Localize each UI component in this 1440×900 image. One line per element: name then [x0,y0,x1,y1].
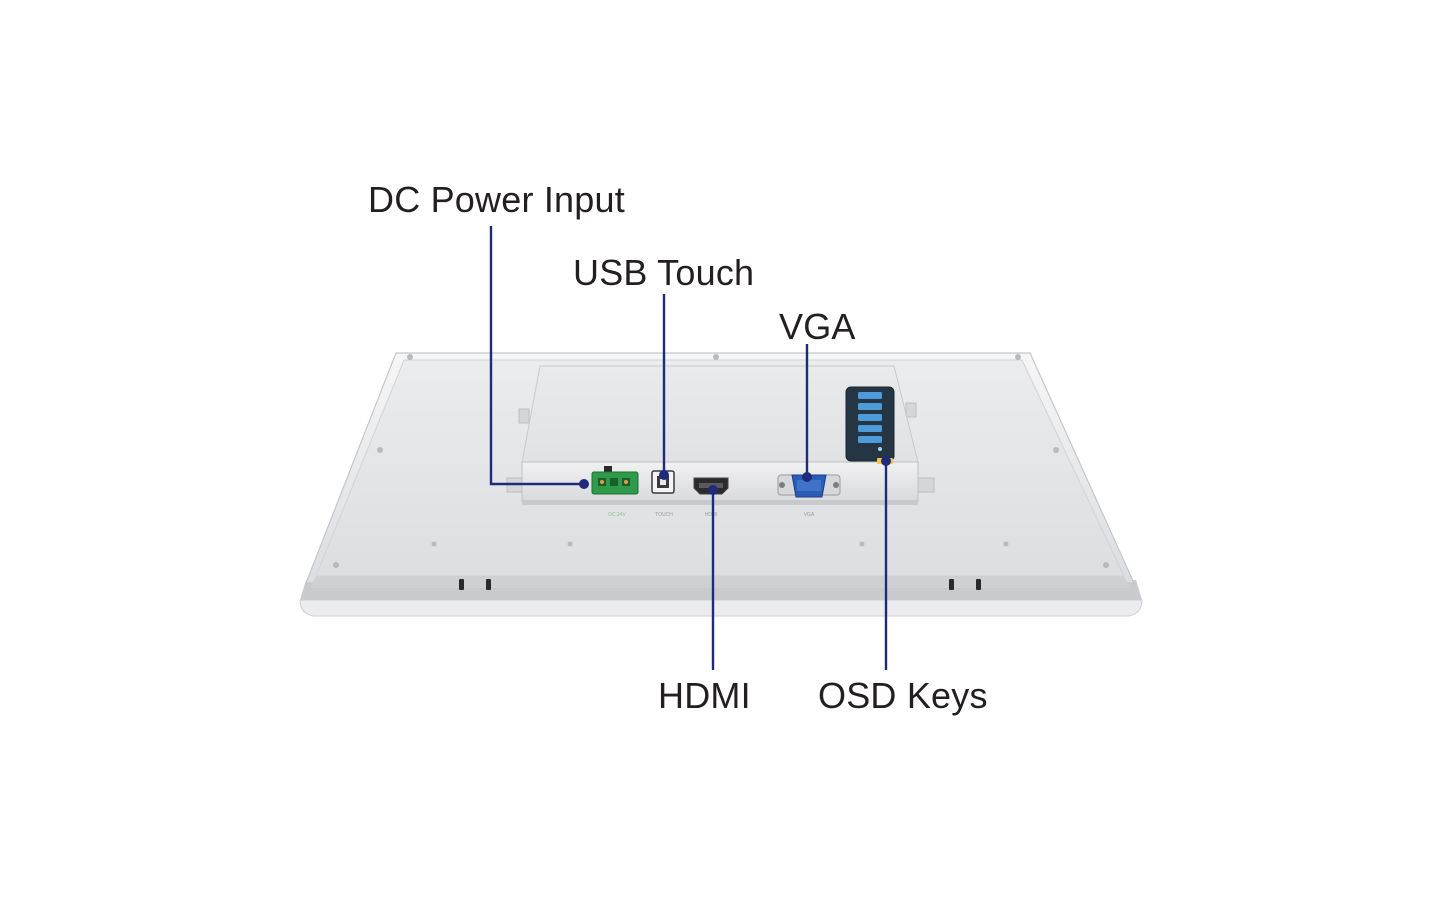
screw-icon [859,541,865,547]
leader-dot-hdmi [708,485,718,495]
screw-icon [1103,562,1109,568]
leader-dot-usb [659,470,669,480]
osd-key [858,436,882,443]
leader-line-dc [489,226,584,486]
osd-key [858,403,882,410]
terminal-block-icon: DC 24V [591,466,639,518]
leader-dot-vga [802,472,812,482]
callout-osd-keys: OSD Keys [818,675,988,716]
vent-slot-icon [486,579,491,590]
leader-dot-osd [881,456,891,466]
osd-key-strip [845,386,895,464]
callout-hdmi: HDMI [658,675,751,716]
port-label-dc: DC 24V [608,512,626,518]
port-label-touch: TOUCH [655,512,673,518]
callout-usb-touch: USB Touch [573,252,755,293]
screw-icon [431,541,437,547]
leader-lines [489,226,888,670]
screw-icon [1003,541,1009,547]
screw-icon [1015,354,1021,360]
osd-key [858,425,882,432]
screw-icon [1053,447,1059,453]
leader-dot-dc [579,479,589,489]
osd-key [858,392,882,399]
screw-icon [377,447,383,453]
vent-slots [459,579,981,590]
screw-icon [333,562,339,568]
vent-slot-icon [976,579,981,590]
osd-key [858,414,882,421]
leader-dots [579,456,891,495]
screw-icon [713,354,719,360]
screw-icon [567,541,573,547]
port-label-hdmi: HDMI [705,512,718,518]
screw-icon [407,354,413,360]
callout-vga: VGA [779,306,856,347]
callout-dc-power-input: DC Power Input [368,179,625,220]
vga-port-icon: VGA [777,474,841,518]
vent-slot-icon [459,579,464,590]
vent-slot-icon [949,579,954,590]
port-label-vga: VGA [804,512,815,518]
osd-power-led [878,447,882,451]
